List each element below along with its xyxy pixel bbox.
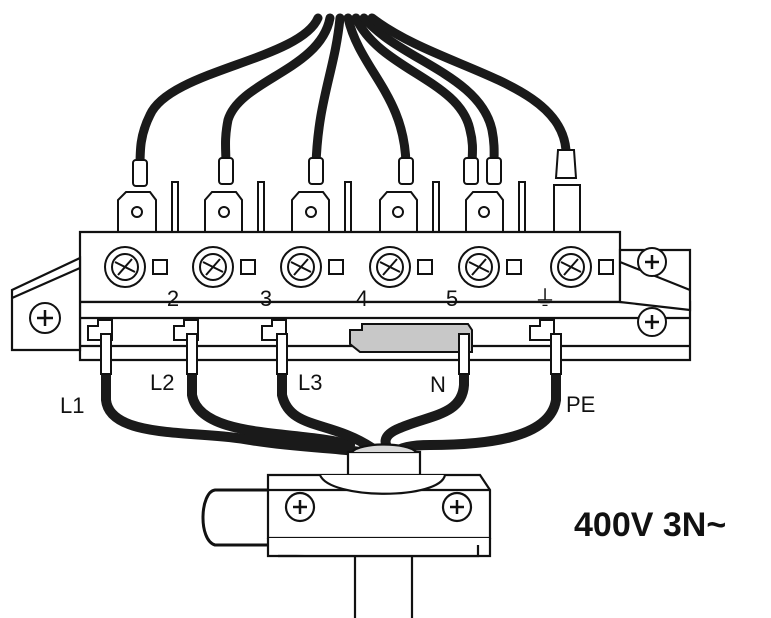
upper-wire-bundle	[135, 13, 571, 173]
earth-symbol-icon: ⏚	[534, 286, 556, 311]
terminal-screw-2-icon	[192, 246, 256, 288]
terminal-screw-4-icon	[369, 246, 433, 288]
wire-label-l3: L3	[298, 370, 322, 395]
terminal-screws	[104, 246, 614, 288]
lower-wire-pins	[100, 333, 562, 375]
power-cable	[353, 545, 414, 618]
upper-crimp-lugs	[132, 149, 578, 187]
wire-label-l2: L2	[150, 370, 174, 395]
spade-tabs	[117, 181, 581, 233]
terminal-screw-5-icon	[458, 246, 522, 288]
wire-label-pe: PE	[566, 392, 595, 417]
supply-rating-label: 400V 3N~	[574, 506, 726, 544]
mounting-screws	[29, 247, 667, 337]
terminal-screw-3-icon	[280, 246, 344, 288]
neutral-bridge	[349, 323, 473, 353]
wire-label-l1: L1	[60, 393, 84, 418]
terminal-numbers: 2 3 4 5 ⏚	[167, 286, 556, 311]
terminal-number-4: 4	[356, 286, 368, 311]
terminal-number-2: 2	[167, 286, 179, 311]
terminal-number-5: 5	[446, 286, 458, 311]
terminal-screw-1-icon	[104, 246, 168, 288]
terminal-number-3: 3	[260, 286, 272, 311]
cable-clamp	[201, 443, 492, 618]
wire-labels: L1 L2 L3 N PE	[60, 370, 595, 418]
terminal-screw-earth-icon	[550, 246, 614, 288]
wire-label-n: N	[430, 372, 446, 397]
